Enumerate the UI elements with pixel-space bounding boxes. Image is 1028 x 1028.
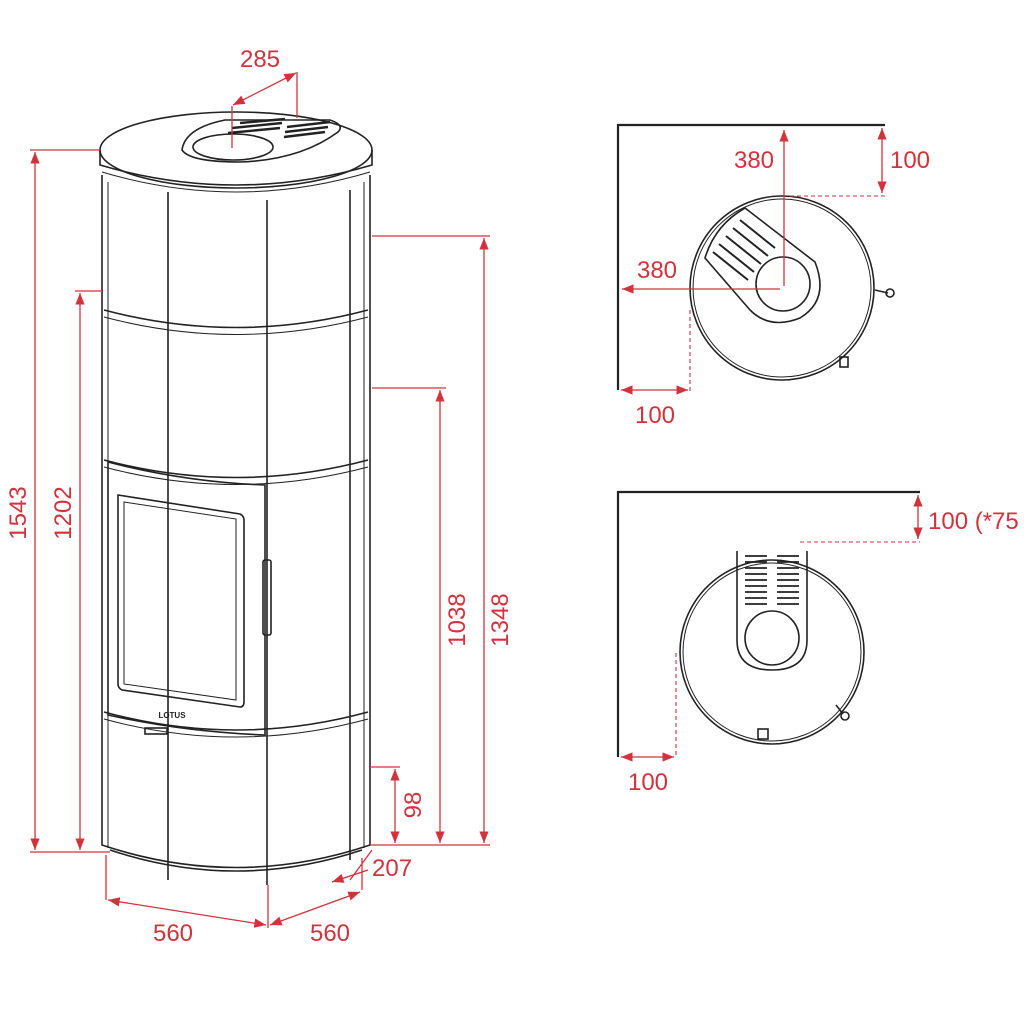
dim-flue-offset: 285 [240, 46, 280, 73]
plan-view-wall: 100 (*75 100 [616, 490, 1019, 796]
dim-outlet-top: 1348 [487, 593, 514, 646]
dim-total-height: 1543 [5, 486, 32, 539]
dim-clearance-back-alt: 100 (*75 [928, 508, 1019, 535]
dim-flue-offset-y: 380 [734, 147, 774, 174]
dim-inlet-height: 98 [400, 792, 427, 819]
door-glass [117, 494, 245, 708]
dim-door-height: 1202 [50, 486, 77, 539]
dim-clearance-side: 100 [635, 402, 675, 429]
front-dimensions: 1543 1202 1348 1038 98 207 560 560 285 [5, 46, 514, 947]
dim-clearance-back: 100 [890, 147, 930, 174]
dim-width-right: 560 [310, 920, 350, 947]
dim-width-left: 560 [153, 920, 193, 947]
plan-view-corner: 380 380 100 100 [616, 123, 930, 429]
door-handle [262, 559, 272, 636]
stove-door [107, 460, 266, 736]
dim-flue-offset-x: 380 [637, 257, 677, 284]
dim-clearance-side-alt: 100 [628, 769, 668, 796]
dim-outlet-rear: 1038 [444, 593, 471, 646]
stove-front-view: LOTUS [99, 111, 373, 885]
brand-label: LOTUS [158, 711, 186, 720]
ash-lever [144, 727, 168, 735]
dim-inlet-offset: 207 [372, 855, 412, 882]
top-grille [227, 117, 331, 139]
